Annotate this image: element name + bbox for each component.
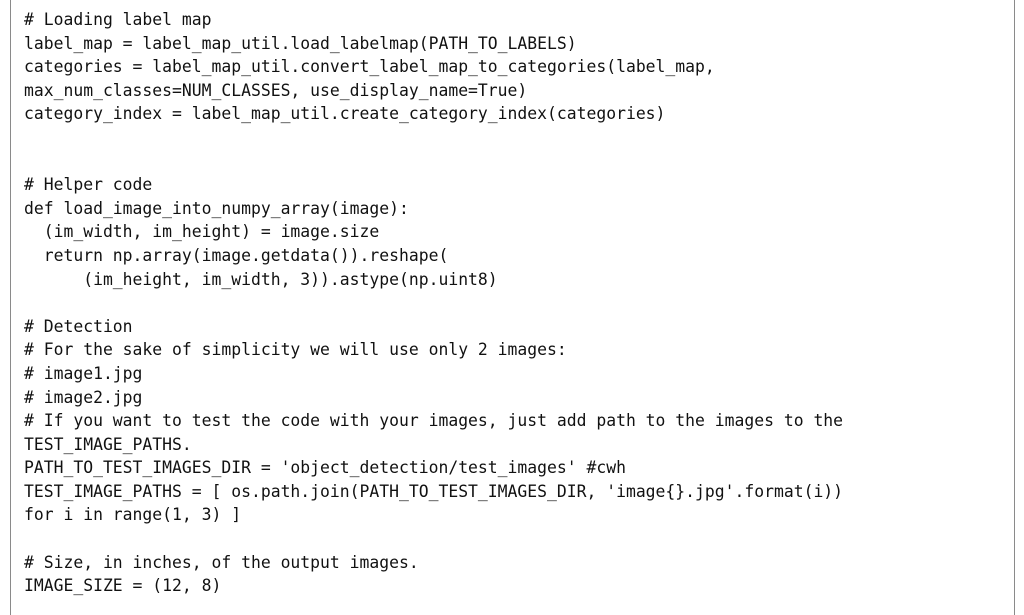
code-line-24: # Size, in inches, of the output images. bbox=[24, 552, 419, 572]
code-line-8: # Helper code bbox=[24, 175, 153, 195]
code-line-16: # image1.jpg bbox=[24, 363, 143, 383]
code-line-25: IMAGE_SIZE = (12, 8) bbox=[24, 576, 222, 596]
code-line-2: label_map = label_map_util.load_labelmap… bbox=[24, 33, 577, 53]
code-line-5: category_index = label_map_util.create_c… bbox=[24, 104, 666, 124]
code-line-17: # image2.jpg bbox=[24, 387, 143, 407]
code-line-10: (im_width, im_height) = image.size bbox=[24, 222, 380, 242]
code-line-9: def load_image_into_numpy_array(image): bbox=[24, 198, 409, 218]
code-line-4: max_num_classes=NUM_CLASSES, use_display… bbox=[24, 80, 528, 100]
code-block: # Loading label map label_map = label_map… bbox=[24, 8, 843, 598]
code-line-3: categories = label_map_util.convert_labe… bbox=[24, 57, 715, 77]
code-line-23 bbox=[24, 527, 843, 551]
code-line-12: (im_height, im_width, 3)).astype(np.uint… bbox=[24, 269, 498, 289]
code-line-14: # Detection bbox=[24, 316, 133, 336]
code-line-1: # Loading label map bbox=[24, 10, 212, 29]
code-line-20: PATH_TO_TEST_IMAGES_DIR = 'object_detect… bbox=[24, 458, 626, 478]
code-line-21: TEST_IMAGE_PATHS = [ os.path.join(PATH_T… bbox=[24, 481, 844, 501]
code-line-15: # For the sake of simplicity we will use… bbox=[24, 340, 567, 360]
code-line-22: for i in range(1, 3) ] bbox=[24, 505, 242, 525]
code-line-18: # If you want to test the code with your… bbox=[24, 411, 844, 431]
code-line-6 bbox=[24, 126, 843, 150]
code-line-11: return np.array(image.getdata()).reshape… bbox=[24, 245, 449, 265]
code-line-7 bbox=[24, 150, 843, 174]
code-line-19: TEST_IMAGE_PATHS. bbox=[24, 434, 192, 454]
code-line-13 bbox=[24, 291, 843, 315]
code-panel: # Loading label map label_map = label_map… bbox=[10, 0, 1015, 615]
